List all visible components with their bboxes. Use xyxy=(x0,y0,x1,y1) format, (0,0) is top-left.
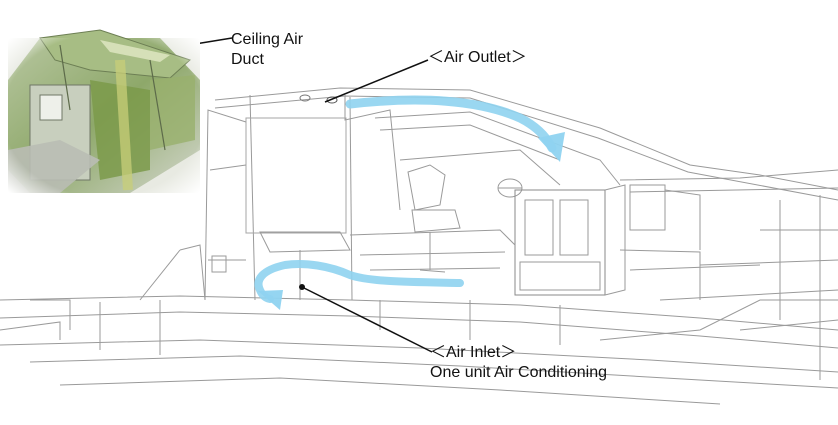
air-inlet-label: ＜Air Inlet＞ One unit Air Conditioning xyxy=(430,343,607,383)
ceiling-air-duct-label-line1: Ceiling Air xyxy=(231,31,304,48)
air-outlet-marker xyxy=(299,94,338,104)
air-inlet-label-line1: ＜Air Inlet＞ xyxy=(430,344,517,361)
ceiling-air-duct-label-line2: Duct xyxy=(231,51,264,68)
ceiling-air-duct-label: Ceiling Air Duct xyxy=(231,30,303,70)
airflow-inlet-arrow xyxy=(254,260,464,310)
boat-hull-lines xyxy=(0,87,838,405)
air-inlet-leader xyxy=(301,286,433,353)
airflow-outlet-arrow xyxy=(345,95,565,162)
air-inlet-label-line2: One unit Air Conditioning xyxy=(430,364,607,381)
ceiling-duct-inset xyxy=(8,29,200,193)
air-outlet-leader xyxy=(324,59,429,103)
air-outlet-label: ＜Air Outlet＞ xyxy=(428,49,527,66)
